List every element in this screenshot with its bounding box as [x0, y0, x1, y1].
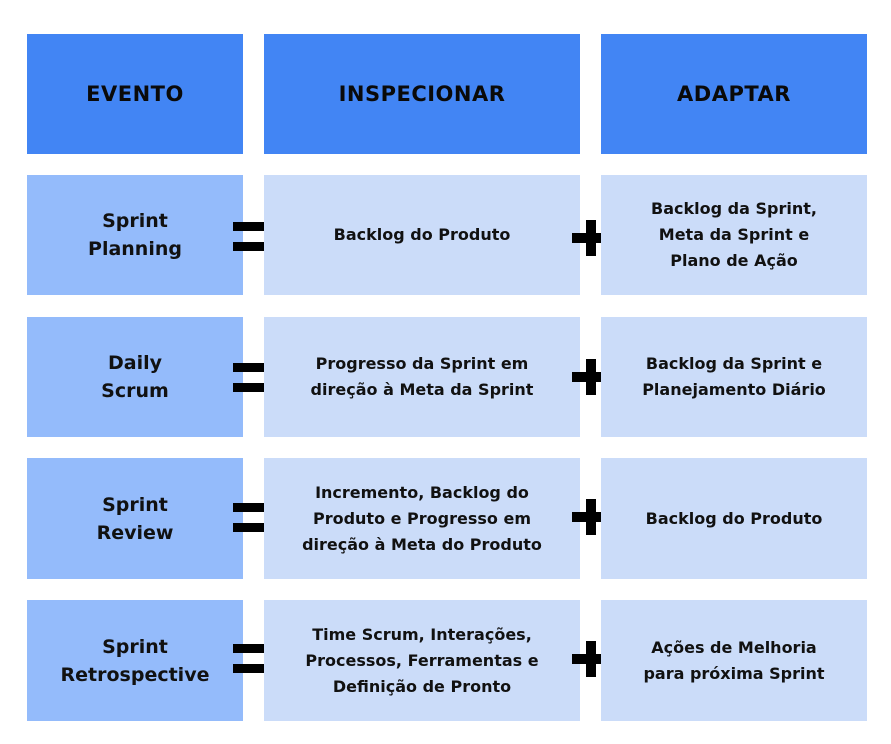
event-cell: Daily Scrum: [27, 317, 243, 437]
equals-icon: [233, 500, 276, 535]
event-cell: Sprint Planning: [27, 175, 243, 295]
event-label: Sprint Retrospective: [60, 635, 210, 686]
event-cell: Sprint Retrospective: [27, 600, 243, 721]
plus-icon: [572, 359, 610, 395]
inspect-label: Progresso da Sprint em direção à Meta da…: [310, 354, 534, 399]
event-label: Sprint Review: [96, 493, 174, 544]
adapt-label: Ações de Melhoria para próxima Sprint: [643, 637, 825, 683]
header-event-label: EVENTO: [86, 82, 184, 106]
inspect-cell: Time Scrum, Interações, Processos, Ferra…: [264, 600, 580, 721]
inspect-cell: Backlog do Produto: [264, 175, 580, 295]
header-inspect: INSPECIONAR: [264, 34, 580, 154]
event-label: Sprint Planning: [88, 210, 182, 260]
inspect-label: Time Scrum, Interações, Processos, Ferra…: [305, 624, 539, 696]
adapt-cell: Backlog da Sprint e Planejamento Diário: [601, 317, 867, 437]
equals-icon: [233, 641, 276, 676]
adapt-label: Backlog da Sprint, Meta da Sprint e Plan…: [651, 199, 817, 270]
inspect-cell: Progresso da Sprint em direção à Meta da…: [264, 317, 580, 437]
adapt-cell: Backlog da Sprint, Meta da Sprint e Plan…: [601, 175, 867, 295]
header-adapt-label: ADAPTAR: [677, 82, 791, 106]
header-event: EVENTO: [27, 34, 243, 154]
event-cell: Sprint Review: [27, 458, 243, 579]
adapt-cell: Ações de Melhoria para próxima Sprint: [601, 600, 867, 721]
header-adapt: ADAPTAR: [601, 34, 867, 154]
header-inspect-label: INSPECIONAR: [338, 82, 506, 106]
inspect-cell: Incremento, Backlog do Produto e Progres…: [264, 458, 580, 579]
adapt-cell: Backlog do Produto: [601, 458, 867, 579]
plus-icon: [572, 499, 610, 535]
adapt-label: Backlog do Produto: [645, 508, 823, 528]
inspect-label: Backlog do Produto: [333, 225, 511, 244]
plus-icon: [572, 641, 610, 677]
inspect-label: Incremento, Backlog do Produto e Progres…: [302, 482, 542, 554]
plus-icon: [572, 220, 610, 256]
event-label: Daily Scrum: [101, 352, 169, 402]
equals-icon: [233, 360, 276, 395]
equals-icon: [233, 219, 276, 254]
adapt-label: Backlog da Sprint e Planejamento Diário: [642, 354, 826, 399]
